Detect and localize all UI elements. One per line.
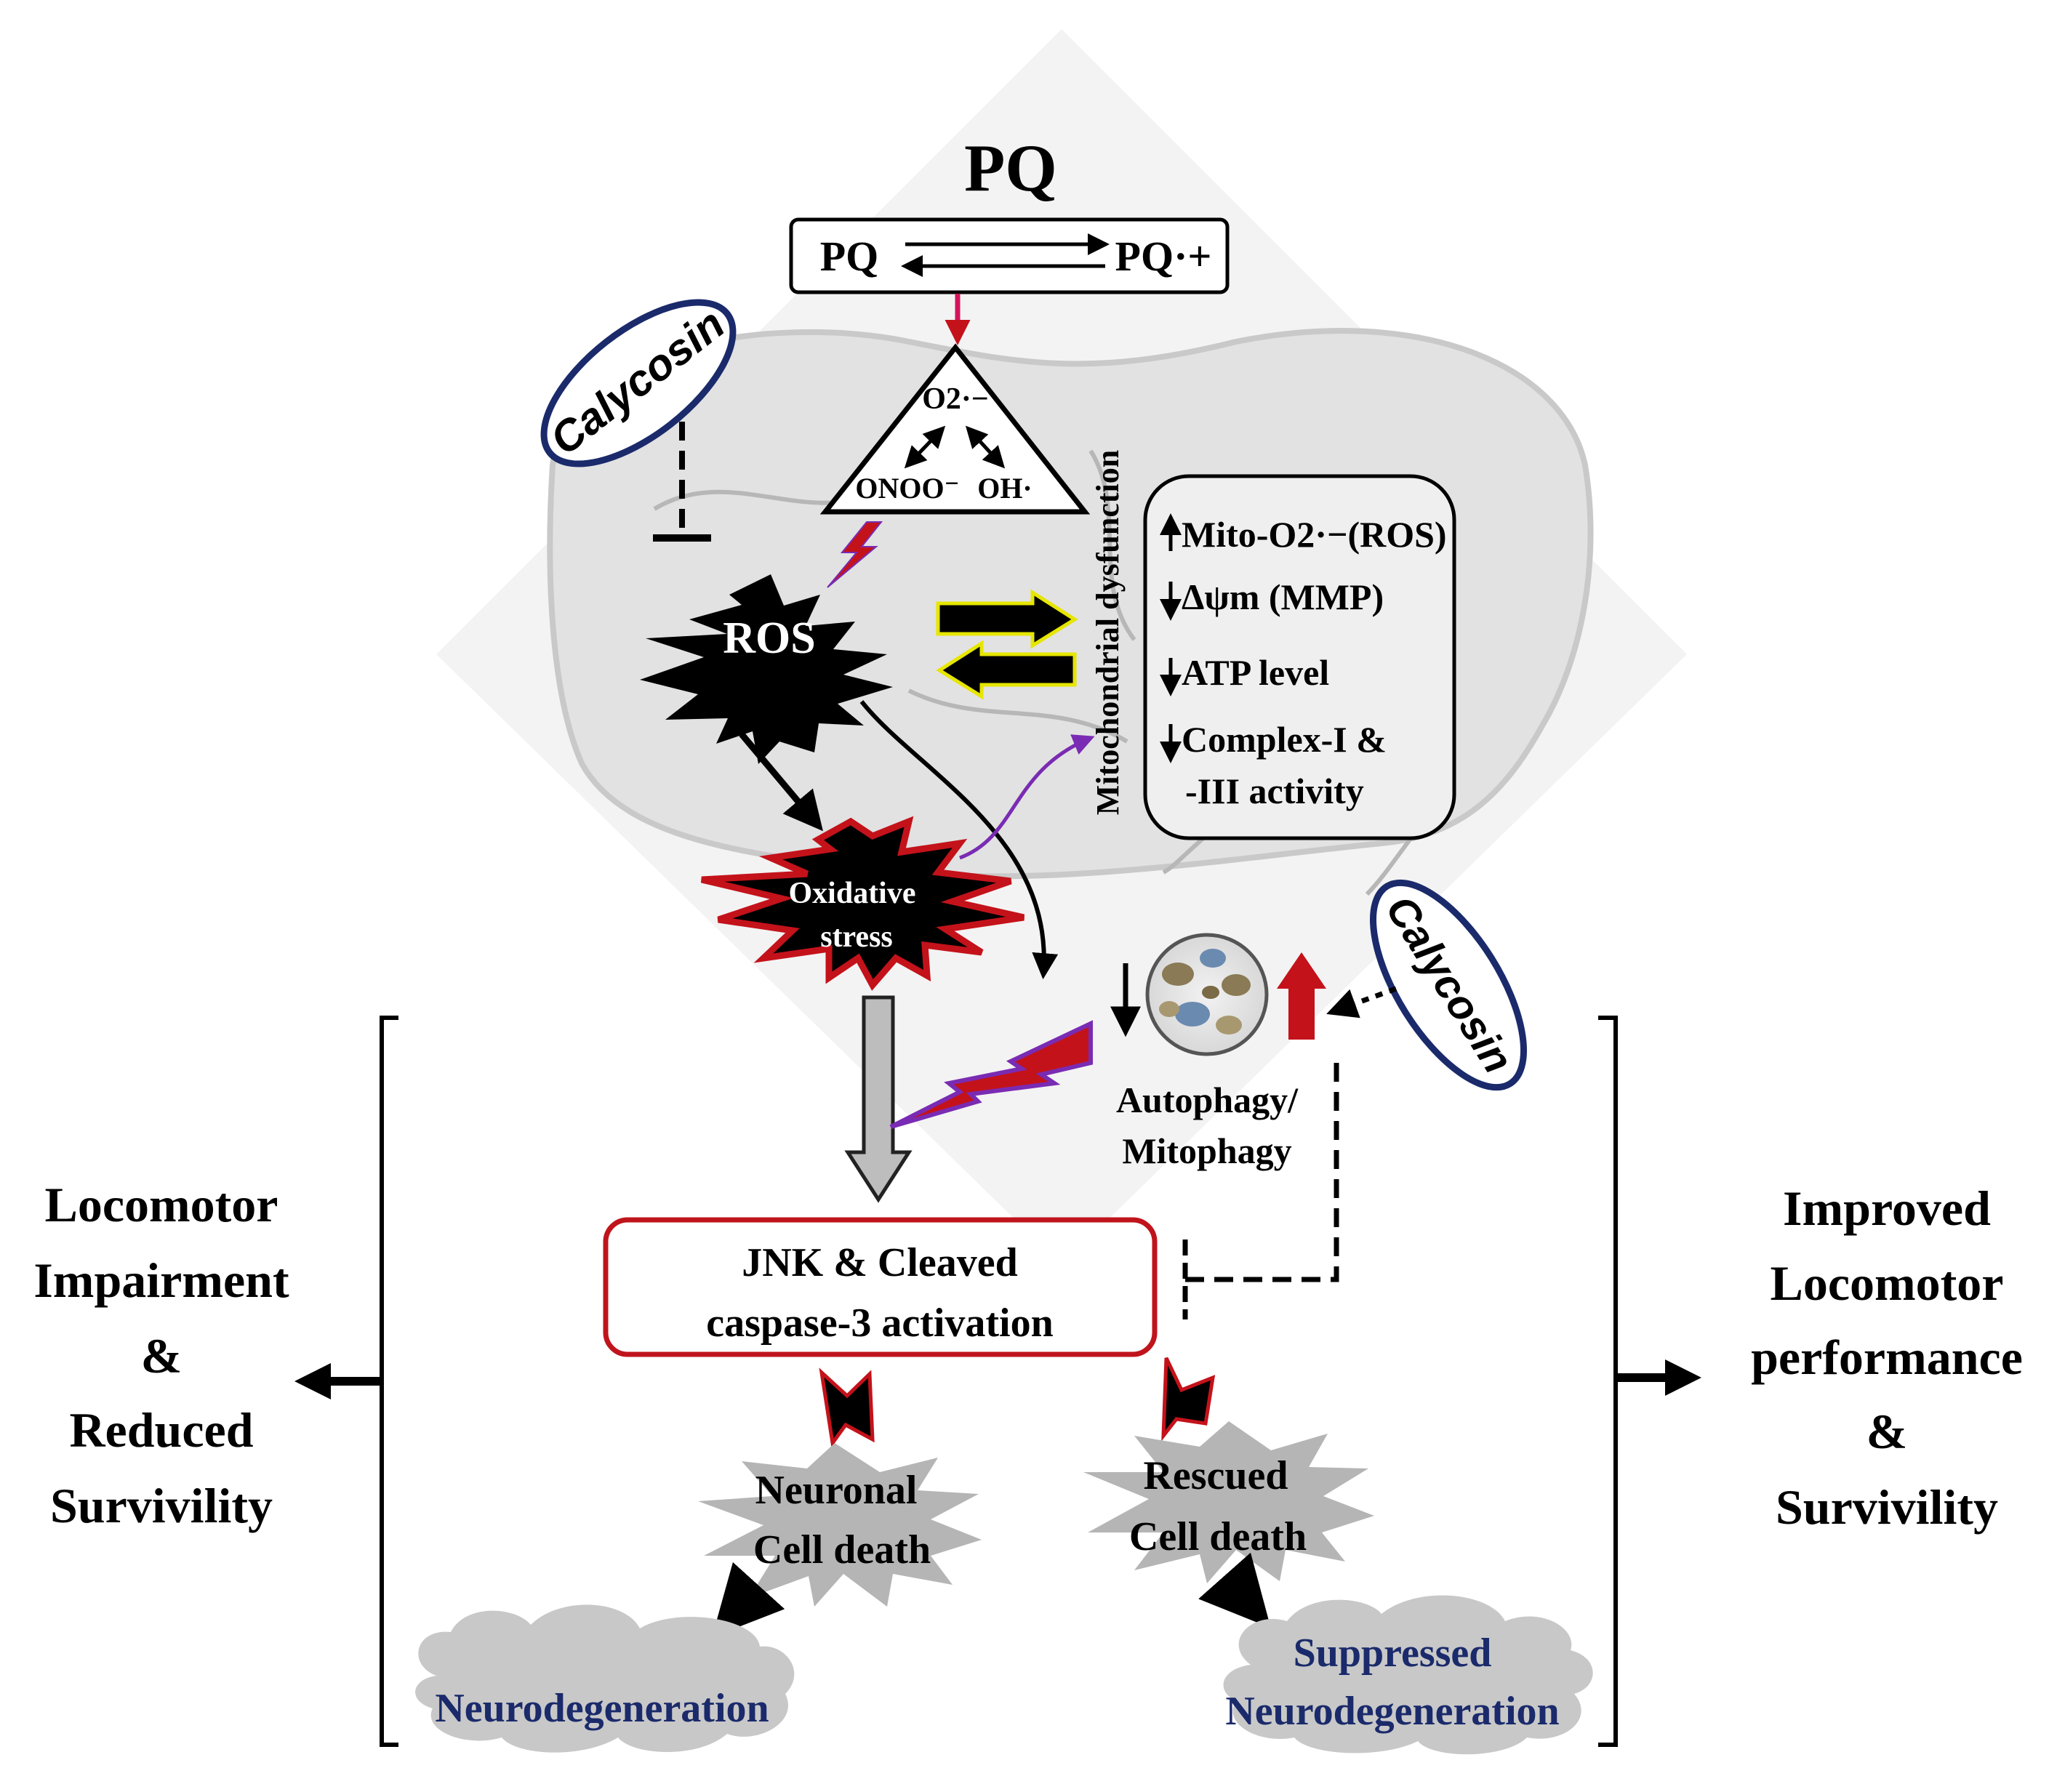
oxidative-to-jnk-arrow xyxy=(844,995,913,1203)
rescue-to-cell-death-arrow xyxy=(1161,1357,1216,1442)
mito-mmp-item: Δψm (MMP) xyxy=(1182,576,1384,617)
right-outcome-5: Survivility xyxy=(1776,1479,1998,1535)
superoxide-label: O2·− xyxy=(922,382,989,416)
oxidative-label-2: stress xyxy=(820,920,893,954)
neuronal-to-neurodegeneration-arrow xyxy=(712,1562,785,1638)
suppressed-cloud: Suppressed Neurodegeneration xyxy=(1223,1595,1593,1755)
oxidative-to-mito-arrow xyxy=(959,734,1095,860)
calycosin-right-badge: Calycosin xyxy=(1369,879,1528,1091)
left-outcome-5: Survivility xyxy=(50,1478,273,1533)
triangle-arrow-right xyxy=(965,425,1006,469)
oxidative-label-1: Oxidative xyxy=(789,877,916,910)
pq-box: PQ PQ·+ xyxy=(789,217,1230,294)
neuronal-label-1: Neuronal xyxy=(755,1468,918,1513)
right-outcome-arrow xyxy=(1665,1359,1701,1396)
neurodegeneration-cloud: Neurodegeneration xyxy=(415,1604,795,1753)
neuronal-label-2: Cell death xyxy=(753,1527,931,1572)
ros-to-autophagy-curve xyxy=(859,700,1059,980)
autophagy-up-arrow xyxy=(1277,952,1326,1040)
calycosin-to-autophagy-dotted-arrow xyxy=(1326,986,1398,1018)
jnk-to-neuronal-arrow xyxy=(819,1367,875,1448)
suppressed-label-1: Suppressed xyxy=(1294,1631,1492,1676)
pq-box-right: PQ·+ xyxy=(1115,233,1212,280)
mito-complex-item-cont: -III activity xyxy=(1185,771,1364,811)
ros-burst: ROS xyxy=(640,574,893,764)
mito-complex-item: Complex-I & xyxy=(1182,719,1387,760)
rescued-death-burst: Rescued Cell death xyxy=(1083,1421,1374,1583)
jnk-label-2: caspase-3 activation xyxy=(706,1301,1054,1346)
autophagy-cell-icon xyxy=(1145,933,1269,1056)
right-outcome-1: Improved xyxy=(1783,1181,1991,1236)
ros-mito-exchange-arrows xyxy=(936,589,1078,700)
left-outcome: Locomotor Impairment & Reduced Survivili… xyxy=(33,1177,289,1533)
autophagy-label-1: Autophagy/ xyxy=(1116,1080,1299,1120)
triangle-arrow-left xyxy=(904,425,946,469)
rescued-label-2: Cell death xyxy=(1129,1514,1307,1559)
mito-ros-item: Mito-O2·−(ROS) xyxy=(1182,514,1447,555)
left-bracket xyxy=(294,1016,398,1747)
rescued-to-suppressed-arrow xyxy=(1198,1552,1271,1628)
left-outcome-1: Locomotor xyxy=(44,1177,278,1232)
left-outcome-arrow xyxy=(294,1363,331,1399)
mito-atp-item: ATP level xyxy=(1182,652,1329,693)
left-outcome-4: Reduced xyxy=(69,1402,253,1458)
pq-box-left: PQ xyxy=(820,233,879,280)
right-outcome-2: Locomotor xyxy=(1770,1255,2003,1311)
mitochondrial-dysfunction-label: Mitochondrial dysfunction xyxy=(1090,450,1126,815)
hydroxyl-label: OH· xyxy=(977,472,1032,505)
big-lightning-icon xyxy=(889,1020,1093,1129)
right-outcome-3: performance xyxy=(1751,1330,2023,1385)
left-outcome-3: & xyxy=(141,1328,183,1383)
right-bracket xyxy=(1598,1016,1701,1747)
pq-title: PQ xyxy=(964,131,1057,205)
jnk-box: JNK & Cleaved caspase-3 activation xyxy=(603,1217,1158,1357)
small-lightning-icon xyxy=(827,521,883,588)
rescued-label-1: Rescued xyxy=(1143,1453,1288,1498)
mito-box: Mito-O2·−(ROS) Δψm (MMP) ATP level Compl… xyxy=(1143,474,1456,840)
oxidative-stress-burst: Oxidative stress xyxy=(700,816,1025,991)
autophagy-rescue-dashed-line xyxy=(1185,1063,1339,1282)
left-outcome-2: Impairment xyxy=(33,1253,289,1308)
autophagy-label-2: Mitophagy xyxy=(1122,1130,1291,1171)
right-outcome-4: & xyxy=(1866,1404,1908,1459)
neuronal-death-burst: Neuronal Cell death xyxy=(698,1443,982,1607)
neurodegeneration-label: Neurodegeneration xyxy=(435,1686,769,1731)
jnk-label-1: JNK & Cleaved xyxy=(742,1240,1018,1285)
ros-to-oxidative-arrow xyxy=(739,732,823,832)
ros-triangle: O2·− ONOO⁻ OH· xyxy=(819,343,1091,515)
right-outcome: Improved Locomotor performance & Survivi… xyxy=(1751,1181,2023,1535)
peroxynitrite-label: ONOO⁻ xyxy=(855,472,959,505)
ros-label: ROS xyxy=(723,614,815,663)
suppressed-label-2: Neurodegeneration xyxy=(1225,1689,1559,1734)
